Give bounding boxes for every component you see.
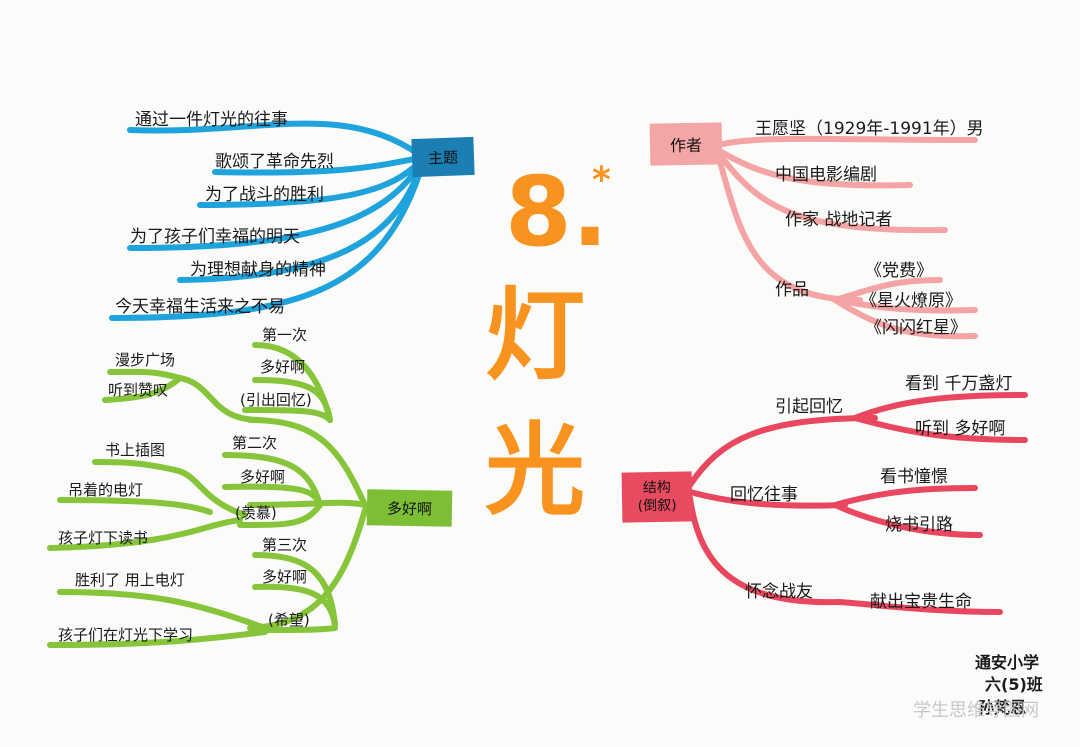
duohao-ordinal: 第一次 <box>262 326 307 344</box>
structure-branch-label: 怀念战友 <box>745 581 813 602</box>
duohao-meaning: (引出回忆) <box>240 391 312 409</box>
title-number: 8. <box>505 156 608 268</box>
duohao-quote: 多好啊 <box>260 358 305 376</box>
author-item: 中国电影编剧 <box>775 165 877 185</box>
theme-tag: 主题 <box>411 136 475 178</box>
duohao-leaf: 书上插图 <box>105 441 165 459</box>
duohao-tag: 多好啊 <box>366 489 453 527</box>
structure-branch-label: 回忆往事 <box>730 485 798 505</box>
structure-leaf: 献出宝贵生命 <box>870 592 972 612</box>
duohao-leaf: 漫步广场 <box>115 351 175 369</box>
author-works-label: 作品 <box>775 280 809 300</box>
duohao-leaf: 胜利了 用上电灯 <box>75 571 185 589</box>
duohao-quote: 多好啊 <box>262 568 307 586</box>
duohao-leaf: 孩子们在灯光下学习 <box>58 626 193 644</box>
author-items: 王愿坚（1929年-1991年）男 中国电影编剧 作家 战地记者 作品 《党费》… <box>755 119 984 338</box>
structure-leaf: 看书憧憬 <box>880 467 948 487</box>
signature-class: 六(5)班 <box>985 675 1043 694</box>
author-tag: 作者 <box>649 122 723 166</box>
structure-tag-sublabel: (倒叙) <box>637 497 677 515</box>
theme-item: 通过一件灯光的往事 <box>135 110 288 130</box>
watermark: 学生思维导图网 <box>913 700 1039 721</box>
author-branches <box>715 135 978 340</box>
theme-item: 今天幸福生活来之不易 <box>115 297 285 317</box>
signature: 通安小学 六(5)班 孙梵恩 <box>975 653 1043 717</box>
theme-item: 为了孩子们幸福的明天 <box>130 227 300 247</box>
duohao-branches <box>47 342 368 648</box>
duohao-leaf: 吊着的电灯 <box>68 481 143 499</box>
structure-branch-label: 引起回忆 <box>775 397 843 417</box>
structure-tag-label: 结构 <box>642 479 671 497</box>
duohao-meaning: (羡慕) <box>235 504 277 522</box>
duohao-tag-label: 多好啊 <box>386 499 433 518</box>
structure-leaf: 烧书引路 <box>885 515 953 535</box>
title-star: * <box>592 160 611 201</box>
theme-branches <box>109 120 423 321</box>
theme-tag-label: 主题 <box>427 147 459 168</box>
structure-leaf: 看到 千万盏灯 <box>905 374 1012 394</box>
author-item: 王愿坚（1929年-1991年）男 <box>755 119 984 139</box>
duohao-ordinal: 第二次 <box>232 434 277 452</box>
author-work: 《党费》 <box>865 261 933 281</box>
title-char-2: 光 <box>485 412 585 529</box>
duohao-leaf: 听到赞叹 <box>108 381 168 399</box>
duohao-leaf: 孩子灯下读书 <box>58 529 148 547</box>
theme-item: 歌颂了革命先烈 <box>215 152 334 172</box>
theme-items: 通过一件灯光的往事 歌颂了革命先烈 为了战斗的胜利 为了孩子们幸福的明天 为理想… <box>115 110 334 317</box>
author-tag-label: 作者 <box>669 135 703 156</box>
structure-tag: 结构 (倒叙) <box>621 471 693 523</box>
duohao-items: 第一次 多好啊 (引出回忆) 漫步广场 听到赞叹 第二次 多好啊 (羡慕) 书上… <box>58 326 312 644</box>
signature-school: 通安小学 <box>975 653 1039 672</box>
duohao-meaning: (希望) <box>268 611 310 629</box>
author-item: 作家 战地记者 <box>785 210 892 230</box>
duohao-quote: 多好啊 <box>240 468 285 486</box>
title-char-1: 灯 <box>485 277 585 394</box>
signature-name: 孙梵恩 <box>978 698 1026 717</box>
structure-items: 引起回忆 看到 千万盏灯 听到 多好啊 回忆往事 看书憧憬 烧书引路 怀念战友 … <box>730 374 1012 612</box>
theme-item: 为了战斗的胜利 <box>205 185 324 205</box>
theme-item: 为理想献身的精神 <box>190 260 326 280</box>
duohao-ordinal: 第三次 <box>262 536 307 554</box>
structure-branches <box>687 392 1028 615</box>
structure-leaf: 听到 多好啊 <box>915 419 1005 439</box>
author-work: 《星火燎原》 <box>860 291 962 311</box>
author-work: 《闪闪红星》 <box>865 318 967 338</box>
